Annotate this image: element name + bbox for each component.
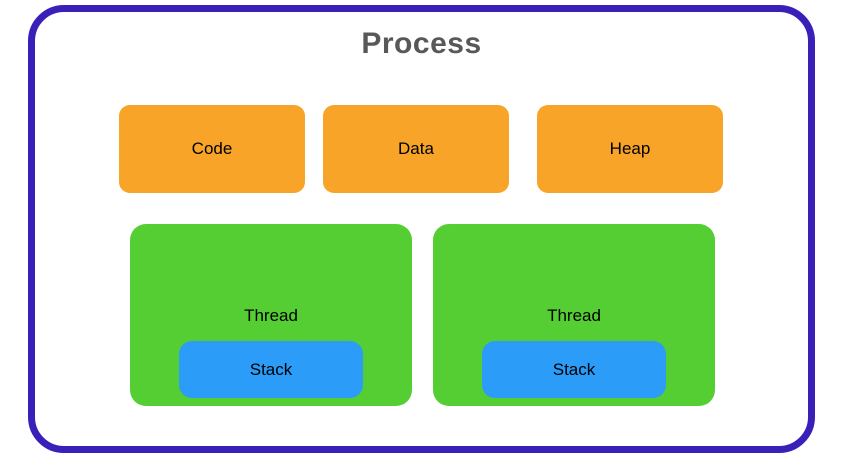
segment-data: Data [323,105,509,193]
stack-box: Stack [179,341,363,398]
process-title: Process [361,27,482,60]
segment-heap: Heap [537,105,723,193]
stack-box: Stack [482,341,666,398]
thread-box-1: Thread Stack [130,224,412,406]
process-box: Process Code Data Heap Thread Stack Thre… [28,5,815,453]
segment-code: Code [119,105,305,193]
thread-label: Thread [547,306,601,325]
thread-box-2: Thread Stack [433,224,715,406]
thread-label: Thread [244,306,298,325]
